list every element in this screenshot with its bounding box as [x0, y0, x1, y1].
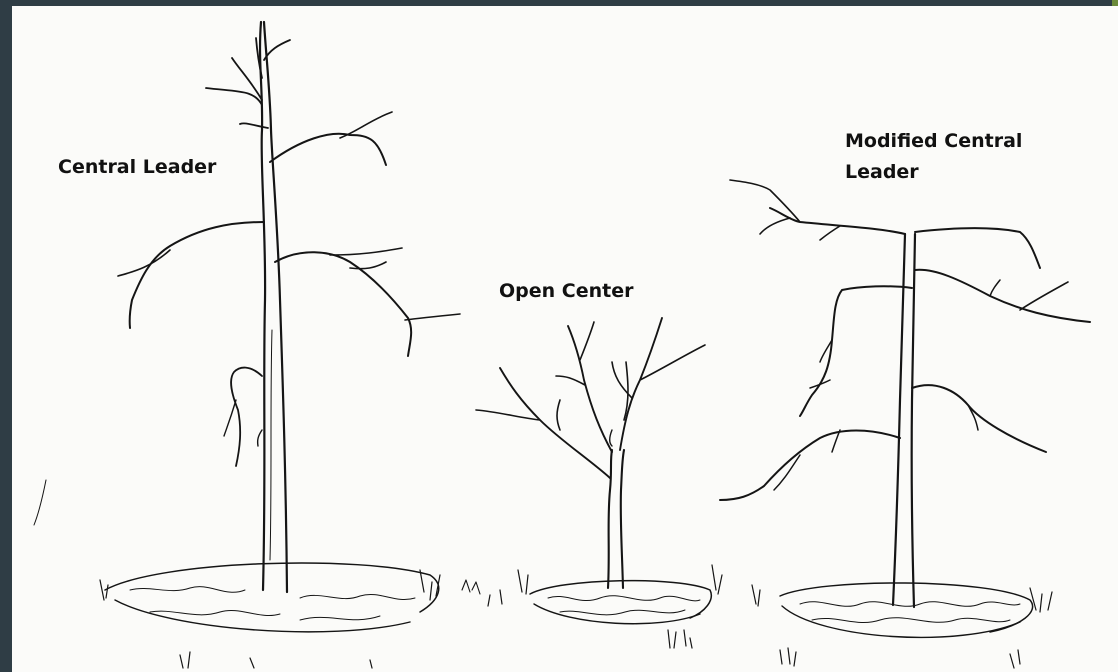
central-leader-trunk [260, 22, 287, 592]
open-center-scaffold-branches [476, 318, 705, 478]
open-center-mulch-bed [488, 565, 722, 648]
central-leader-mulch-bed [100, 563, 440, 668]
pruning-forms-drawing [12, 6, 1118, 672]
central-leader-branches [118, 38, 460, 466]
sketch-paper: Central Leader Open Center Modified Cent… [12, 6, 1118, 672]
open-center-label: Open Center [499, 276, 633, 307]
modified-central-leader-trunk [893, 234, 915, 607]
modified-central-leader-label: Modified Central Leader [845, 126, 1065, 188]
modified-central-leader-mulch-bed [752, 583, 1052, 668]
open-center-trunk [608, 450, 624, 588]
central-leader-label: Central Leader [58, 152, 216, 183]
central-leader-tree [100, 22, 460, 668]
modified-central-leader-label-line1: Modified Central [845, 126, 1065, 157]
modified-central-leader-tree [720, 180, 1090, 668]
modified-central-leader-branches [720, 180, 1090, 500]
modified-central-leader-label-line2: Leader [845, 157, 1065, 188]
grass-strokes [34, 480, 480, 594]
open-center-tree [476, 318, 722, 648]
